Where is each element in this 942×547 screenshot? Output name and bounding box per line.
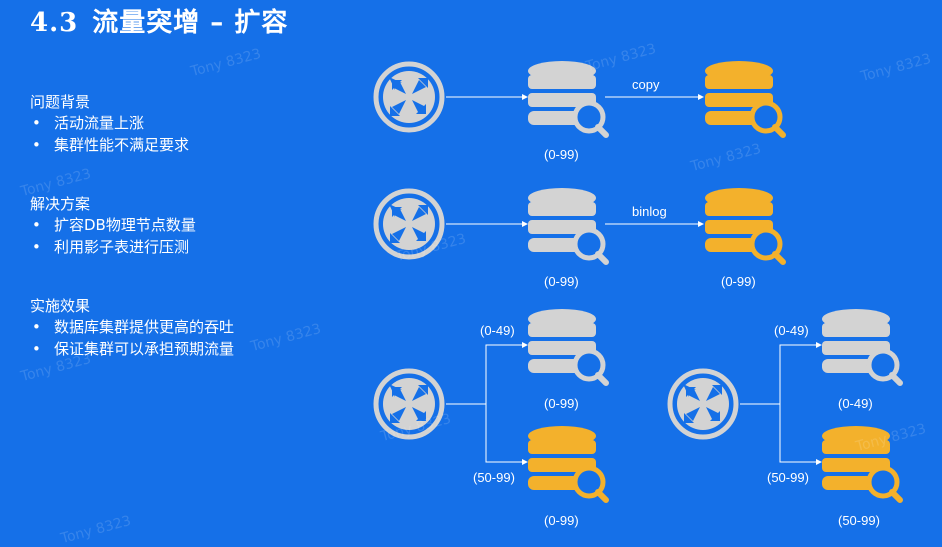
range-label: (0-99) (544, 396, 579, 411)
bullet-item: 活动流量上涨 (30, 112, 189, 134)
database-search-icon (528, 61, 609, 138)
database-search-icon (528, 188, 609, 265)
title-number: 4.3 (30, 8, 79, 38)
database-search-icon (705, 61, 786, 138)
range-label: (50-99) (838, 513, 880, 528)
database-search-icon (528, 309, 609, 386)
arrow-label-copy: copy (632, 77, 660, 92)
bullet-item: 数据库集群提供更高的吞吐 (30, 316, 234, 338)
slide-title: 4.3 流量突增 – 扩容 (30, 2, 288, 39)
branch-label: (0-49) (480, 323, 515, 338)
database-search-icon (528, 426, 609, 503)
range-label: (0-99) (544, 274, 579, 289)
branch-label: (50-99) (473, 470, 515, 485)
section-problem: 问题背景 活动流量上涨 集群性能不满足要求 (30, 92, 189, 156)
router-icon (376, 64, 442, 130)
bullet-list: 数据库集群提供更高的吞吐 保证集群可以承担预期流量 (30, 316, 234, 360)
connector-line (779, 404, 816, 463)
database-search-icon (822, 309, 903, 386)
database-search-icon (705, 188, 786, 265)
bullet-list: 扩容DB物理节点数量 利用影子表进行压测 (30, 214, 196, 258)
branch-label: (50-99) (767, 470, 809, 485)
range-label: (0-49) (838, 396, 873, 411)
bullet-item: 扩容DB物理节点数量 (30, 214, 196, 236)
bullet-item: 利用影子表进行压测 (30, 236, 196, 258)
branch-label: (0-49) (774, 323, 809, 338)
section-heading: 实施效果 (30, 297, 91, 315)
range-label: (0-99) (544, 147, 579, 162)
router-icon (670, 371, 736, 437)
title-text: 流量突增 – 扩容 (92, 8, 289, 38)
connector-line (740, 344, 816, 405)
section-heading: 问题背景 (30, 93, 91, 111)
range-label: (0-99) (544, 513, 579, 528)
database-search-icon (822, 426, 903, 503)
bullet-item: 集群性能不满足要求 (30, 134, 189, 156)
connector-line (446, 344, 522, 405)
range-label: (0-99) (721, 274, 756, 289)
arrow-label-binlog: binlog (632, 204, 667, 219)
section-result: 实施效果 数据库集群提供更高的吞吐 保证集群可以承担预期流量 (30, 296, 234, 360)
connector-line (485, 404, 522, 463)
section-solution: 解决方案 扩容DB物理节点数量 利用影子表进行压测 (30, 194, 196, 258)
bullet-item: 保证集群可以承担预期流量 (30, 338, 234, 360)
bullet-list: 活动流量上涨 集群性能不满足要求 (30, 112, 189, 156)
section-heading: 解决方案 (30, 195, 91, 213)
